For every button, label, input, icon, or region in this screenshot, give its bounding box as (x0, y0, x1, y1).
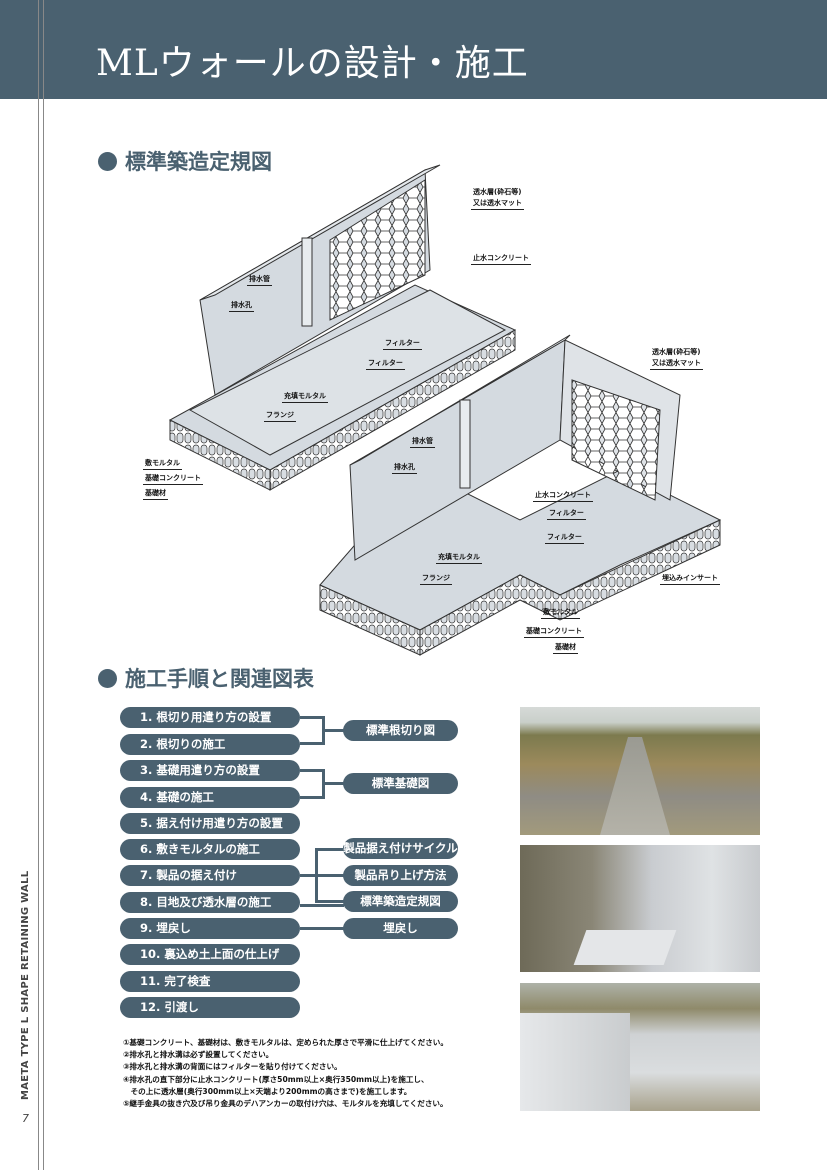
section-heading-standard-drawing: 標準築造定規図 (98, 146, 272, 176)
label-base-material: 基礎材 (553, 643, 578, 654)
step-11: 11. 完了検査 (120, 971, 300, 992)
label-filter: フィルター (545, 533, 584, 544)
label-drain-hole: 排水孔 (392, 463, 417, 474)
margin-rule (38, 0, 39, 1170)
step-2: 2. 根切りの施工 (120, 734, 300, 755)
page-number: 7 (22, 1112, 29, 1125)
step-4: 4. 基礎の施工 (120, 787, 300, 808)
label-filter: フィルター (383, 339, 422, 350)
note-item: ①基礎コンクリート、基礎材は、敷きモルタルは、定められた厚さで平滑に仕上げてくだ… (123, 1038, 448, 1047)
step-5: 5. 据え付け用遣り方の設置 (120, 813, 300, 834)
note-item: ③排水孔と排水溝の背面にはフィルターを貼り付けてください。 (123, 1062, 342, 1072)
photo-excavation (520, 707, 760, 835)
label-bed-mortar: 敷モルタル (143, 459, 182, 470)
note-item: ④排水孔の直下部分に止水コンクリート(厚さ50mm以上×奥行350mm以上)を施… (123, 1074, 429, 1084)
construction-notes: ①基礎コンクリート、基礎材は、敷きモルタルは、定められた厚さで平滑に仕上げてくだ… (123, 1037, 448, 1110)
sidebar-caption: MAETA TYPE L SHAPE RETAINING WALL (20, 870, 31, 1100)
label-filling-mortar: 充填モルタル (282, 392, 328, 403)
label-waterstop-concrete: 止水コンクリート (471, 254, 531, 265)
label-waterstop-concrete: 止水コンクリート (533, 491, 593, 502)
label-filter: フィルター (547, 509, 586, 520)
ref-standard-excavation-drawing[interactable]: 標準根切り図 (343, 720, 458, 741)
label-base-material: 基礎材 (143, 489, 168, 500)
step-1: 1. 根切り用遣り方の設置 (120, 707, 300, 728)
label-flange: フランジ (264, 411, 296, 422)
section-heading-procedure: 施工手順と関連図表 (98, 663, 314, 693)
structure-diagram (168, 164, 722, 656)
label-base-concrete: 基礎コンクリート (143, 474, 203, 485)
page-header (0, 0, 827, 99)
label-embedded-insert: 埋込みインサート (660, 574, 720, 585)
l-wall-diagram-1 (168, 164, 517, 491)
label-drain-pipe: 排水管 (410, 437, 435, 448)
step-12: 12. 引渡し (120, 997, 300, 1018)
ref-installation-cycle[interactable]: 製品据え付けサイクル (343, 838, 458, 859)
label-filter: フィルター (366, 359, 405, 370)
label-permeable-layer: 透水層(砕石等) (652, 348, 701, 356)
label-filling-mortar: 充填モルタル (436, 553, 482, 564)
label-bed-mortar: 敷モルタル (541, 608, 580, 619)
note-item: ⑤継手金具の抜き穴及び吊り金具のデハアンカーの取付け穴は、モルタルを充填してくだ… (123, 1099, 448, 1109)
step-8: 8. 目地及び透水層の施工 (120, 892, 300, 913)
ref-standard-foundation-drawing[interactable]: 標準基礎図 (343, 773, 458, 794)
label-permeable-layer: 透水層(砕石等) (473, 188, 522, 196)
label-flange: フランジ (420, 574, 452, 585)
label-permeable-mat: 又は透水マット (650, 359, 703, 370)
label-permeable-mat: 又は透水マット (471, 199, 524, 210)
bullet-icon (98, 668, 117, 688)
step-10: 10. 裏込め土上面の仕上げ (120, 944, 300, 965)
step-9: 9. 埋戻し (120, 918, 300, 939)
note-item: ②排水孔と排水溝は必ず設置してください。 (123, 1050, 274, 1060)
label-base-concrete: 基礎コンクリート (524, 627, 584, 638)
margin-rule (43, 0, 44, 1170)
bullet-icon (98, 151, 117, 171)
step-3: 3. 基礎用遣り方の設置 (120, 760, 300, 781)
note-item: その上に透水層(奥行300mm以上×天端より200mmの高さまで)を施工します。 (123, 1086, 412, 1096)
l-wall-diagram-2 (319, 334, 722, 656)
page-title: MLウォールの設計・施工 (96, 43, 529, 84)
ref-backfill[interactable]: 埋戻し (343, 918, 458, 939)
ref-lifting-method[interactable]: 製品吊り上げ方法 (343, 865, 458, 886)
photo-wall-installation (520, 845, 760, 972)
photo-completed-wall (520, 983, 760, 1111)
label-drain-pipe: 排水管 (247, 275, 272, 286)
step-7: 7. 製品の据え付け (120, 865, 300, 886)
label-drain-hole: 排水孔 (229, 301, 254, 312)
step-6: 6. 敷きモルタルの施工 (120, 839, 300, 860)
ref-standard-construction-drawing[interactable]: 標準築造定規図 (343, 891, 458, 912)
